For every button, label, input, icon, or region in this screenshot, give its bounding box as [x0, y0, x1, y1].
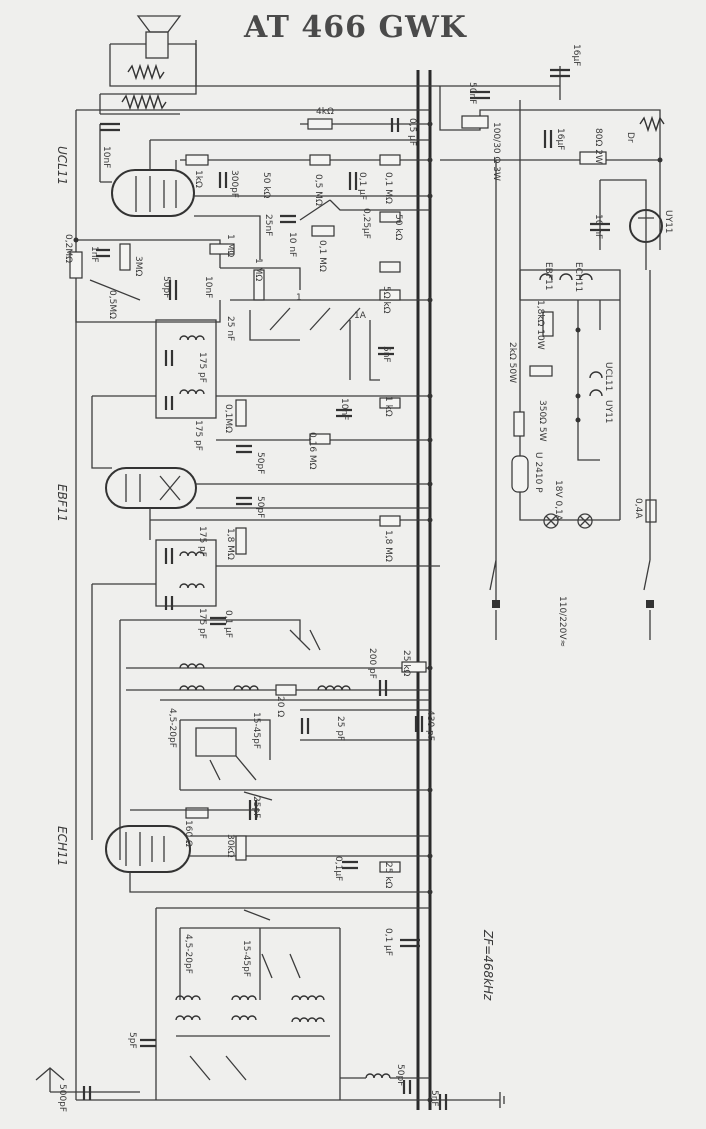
label-c-50pf2: 50pF [255, 452, 265, 474]
label-c-430pf: 430 pF [425, 710, 435, 741]
label-fil-uy11: UY11 [603, 400, 613, 424]
label-fil-ucl11: UCL11 [603, 362, 613, 391]
label-c-10nf-top: 10nF [101, 146, 111, 168]
label-r-1k2: 1 kΩ [383, 396, 393, 417]
junction-dots [73, 121, 663, 1103]
label-r-25k: 25 kΩ [401, 650, 411, 677]
ebf11-tube [105, 467, 197, 509]
label-fil-ebf11: EBF11 [543, 262, 553, 291]
label-r-05m: 0,5 MΩ [313, 174, 323, 206]
label-pot-1m: 1 MΩ [253, 258, 263, 281]
label-c-175a: 175 pF [197, 352, 207, 383]
label-mains-voltage: 110/220V≈ [557, 596, 567, 647]
label-tube-ech11: ECH11 [55, 826, 69, 866]
label-r-80: 80Ω 2W [593, 128, 603, 164]
label-r-18m: 1,8 MΩ [225, 528, 235, 560]
label-sw-1: 1 [296, 293, 302, 303]
if-transformer-1 [155, 319, 217, 419]
label-c-5pf: 5pF [127, 1032, 137, 1049]
label-c-200pf: 200 pF [367, 648, 377, 679]
ucl11-tube [111, 169, 195, 217]
label-c-25nf2: 25 nF [225, 316, 235, 341]
label-c-10nf-uy: 10 nF [593, 214, 603, 239]
label-c-175c: 175 pF [197, 526, 207, 557]
label-c-16uf: 16µF [555, 128, 565, 150]
ech11-tube [105, 825, 191, 873]
label-r-pot: 100/30 Ω 3W [491, 122, 501, 181]
label-if-frequency: ZF=468kHz [481, 929, 495, 1001]
label-c-1nf: 1nF [89, 246, 99, 263]
label-tube-uy11: UY11 [663, 210, 673, 234]
label-r-160: 160 Ω [183, 820, 193, 847]
label-r-1m: 1 MΩ [225, 234, 235, 257]
label-r-50k2: 50 kΩ [393, 214, 403, 241]
label-tube-ebf11: EBF11 [55, 484, 69, 522]
label-c-5nf: 5nF [381, 346, 391, 363]
label-r-50k3: 5Ω kΩ [381, 286, 391, 314]
component-labels: 4kΩ 0,5 µF 50nF 16µF 100/30 Ω 3W 16µF 80… [55, 44, 673, 1112]
label-c-01uf4: 0,1 µF [383, 928, 393, 956]
label-c-50pf: 50pF [161, 276, 171, 298]
label-ptc: U 2410 P [533, 452, 543, 493]
label-sw-1a: 1A [354, 311, 367, 321]
label-c-175b: 175 pF [193, 420, 203, 451]
label-r-1k: 1kΩ [193, 170, 203, 188]
label-r-05m2: 0,5MΩ [107, 290, 117, 319]
label-r-50k: 50 kΩ [261, 172, 271, 199]
label-trim1: 4,5-20pF [167, 708, 177, 748]
label-c-500pf: 500pF [57, 1084, 67, 1112]
label-lamp: 18V 0,1A [553, 480, 563, 522]
label-r-350: 350Ω 5W [537, 400, 547, 442]
label-r-01m3: 0,1MΩ [223, 404, 233, 433]
label-c-50pf4: 50pF [395, 1064, 405, 1086]
label-tube-ucl11: UCL11 [55, 146, 69, 185]
if-transformer-2 [155, 539, 217, 610]
label-r-18k: 1,8kΩ 10W [535, 300, 545, 350]
label-trim2: 15-45pF [251, 712, 261, 749]
label-trim4: 15-45pF [241, 940, 251, 977]
label-c-16uf-top: 16µF [571, 44, 581, 66]
label-c-10nf4: 10nF [339, 398, 349, 420]
label-c-175d: 175 pF [197, 608, 207, 639]
label-r-4k: 4kΩ [316, 107, 334, 117]
label-r-02m: 0,2MΩ [63, 234, 73, 263]
label-choke: Dr [625, 132, 635, 143]
label-c-300pf: 300pF [229, 170, 239, 198]
label-c-10nf2: 10 nF [287, 232, 297, 257]
label-c-50pf3: 50pF [255, 496, 265, 518]
label-c-01uf2: 0,1 µF [223, 610, 233, 638]
label-c-01uf: 0,1 µF [357, 172, 367, 200]
label-trim3: 4,5-20pF [183, 934, 193, 974]
label-c-5nf2: 5nF [429, 1090, 439, 1107]
label-r-25k2: 25 kΩ [383, 862, 393, 889]
label-c-25pf2: 25pF [251, 796, 261, 818]
speaker-symbol [99, 15, 197, 115]
label-fil-ech11: ECH11 [573, 262, 583, 292]
label-c-25nf: 25nF [263, 214, 273, 236]
label-r-3m: 3MΩ [133, 256, 143, 276]
label-r-30k: 30kΩ [225, 834, 235, 858]
label-r-2k: 2kΩ 50W [507, 342, 517, 383]
label-c-10nf3: 10nF [203, 276, 213, 298]
uy11-tube [629, 209, 663, 243]
schematic-title: AT 466 GWK [244, 10, 467, 45]
label-c-50nf: 50nF [467, 82, 477, 104]
label-c-01uf3: 0,1µF [333, 856, 343, 881]
label-r-20: 20 Ω [275, 696, 285, 717]
label-r-016: 0,16 MΩ [307, 432, 317, 470]
label-r-18m2: 1,8 MΩ [383, 530, 393, 562]
label-r-01m: 0,1 MΩ [383, 172, 393, 204]
label-c-025uf: 0,25µF [361, 208, 371, 239]
label-c-05uf: 0,5 µF [407, 118, 417, 146]
label-c-25pf: 25 pF [335, 716, 345, 741]
label-fuse: 0,4A [633, 498, 643, 519]
label-r-01m2: 0,1 MΩ [317, 240, 327, 272]
